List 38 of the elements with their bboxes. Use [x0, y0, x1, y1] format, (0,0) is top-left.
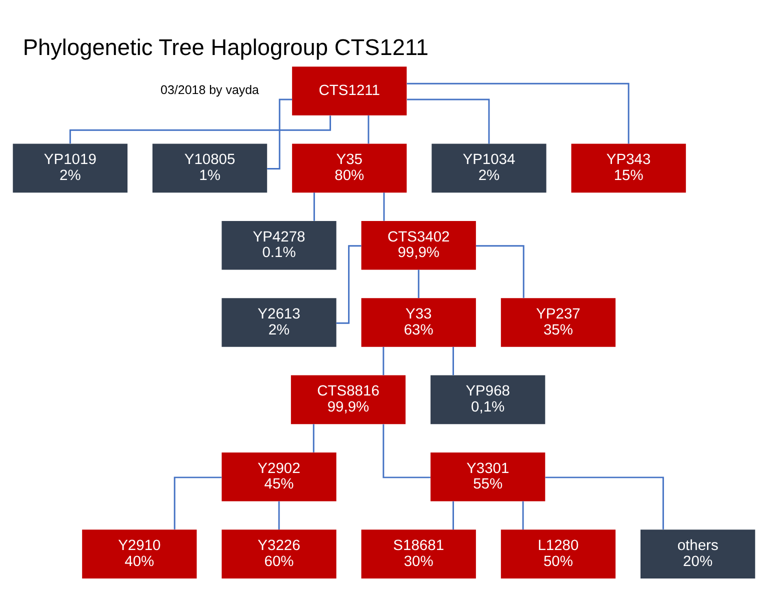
connector [312, 424, 314, 452]
connector [278, 501, 280, 530]
connector [174, 476, 222, 530]
node-box: CTS1211 [292, 66, 407, 116]
node-box: Y2902 45% [222, 452, 336, 502]
node-box: YP237 35% [500, 298, 616, 347]
node-box: CTS8816 99,9% [290, 375, 406, 424]
connector [418, 270, 420, 298]
node-box: L1280 50% [500, 530, 616, 578]
label: 03/2018 by vayda [160, 83, 260, 98]
node-box: CTS3402 99,9% [361, 220, 476, 270]
node-box: YP1034 2% [432, 144, 546, 193]
connector [452, 346, 454, 376]
node-box: Y33 63% [361, 298, 476, 347]
connector [476, 245, 524, 298]
connector [522, 501, 524, 530]
node-box: Y3226 60% [222, 530, 336, 578]
node-box: YP968 0,1% [430, 375, 546, 424]
connector [452, 501, 454, 530]
node-box: Y2613 2% [222, 298, 336, 347]
connector [406, 82, 630, 144]
diagram-title: Phylogenetic Tree Haplogroup CTS1211 [22, 34, 429, 60]
connector [383, 192, 385, 221]
connector [382, 424, 430, 478]
node-box: YP1019 2% [12, 144, 128, 193]
node-box: YP343 15% [571, 144, 686, 193]
node-box: Y10805 1% [152, 144, 268, 193]
connector [406, 98, 490, 144]
node-box: S18681 30% [361, 530, 476, 578]
node-box: Y35 80% [292, 144, 407, 193]
node-box: others 20% [640, 530, 756, 578]
connector [313, 192, 315, 221]
connector [368, 115, 370, 144]
node-box: Y2910 40% [82, 530, 197, 578]
connector [545, 476, 664, 530]
connector [382, 346, 384, 376]
node-box: Y3301 55% [430, 452, 546, 502]
node-box: YP4278 0.1% [222, 220, 336, 270]
